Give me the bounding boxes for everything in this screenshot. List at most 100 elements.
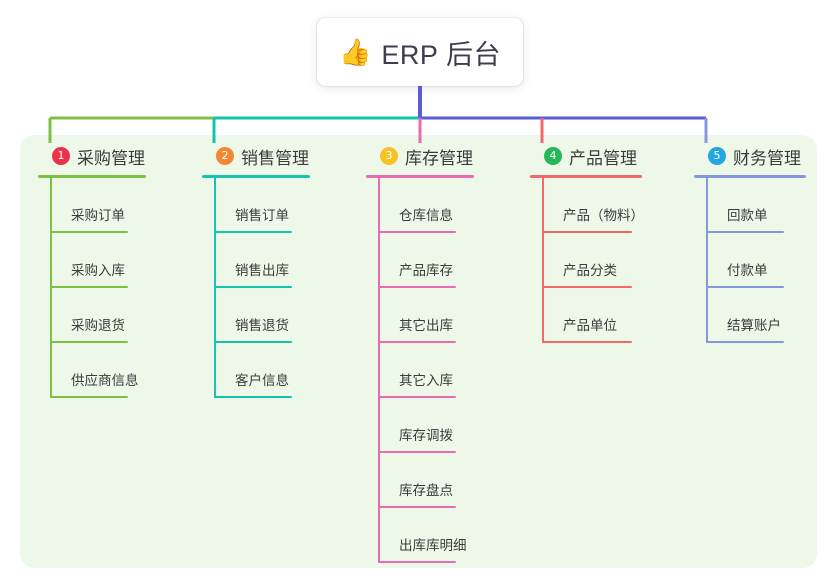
root-node-title: ERP 后台 xyxy=(381,39,501,70)
branch-item-rule xyxy=(50,341,128,343)
branch-item-label: 销售出库 xyxy=(235,263,289,278)
branch-item[interactable]: 销售退货 xyxy=(202,288,310,343)
branch-spine-4 xyxy=(542,178,544,343)
branch-item[interactable]: 库存盘点 xyxy=(366,453,474,508)
branch-item-rule xyxy=(542,286,632,288)
branch-item-label: 销售退货 xyxy=(235,318,289,333)
branch-item[interactable]: 采购入库 xyxy=(38,233,146,288)
branch-badge-icon-1: 1 xyxy=(52,147,70,165)
branch-item-label: 采购退货 xyxy=(71,318,125,333)
branch-title-2: 销售管理 xyxy=(241,148,309,168)
thumbs-up-icon: 👍 xyxy=(339,37,372,67)
branch-item[interactable]: 产品单位 xyxy=(530,288,642,343)
branch-item[interactable]: 产品库存 xyxy=(366,233,474,288)
branch-item[interactable]: 仓库信息 xyxy=(366,178,474,233)
branch-item[interactable]: 产品（物料） xyxy=(530,178,644,233)
branch-item[interactable]: 库存调拨 xyxy=(366,398,474,453)
branch-item-rule xyxy=(378,451,456,453)
branch-title-3: 库存管理 xyxy=(405,148,473,168)
branch-item-list-5: 回款单付款单结算账户 xyxy=(694,178,806,343)
branch-header-rule-2 xyxy=(202,175,310,178)
branch-title-5: 财务管理 xyxy=(733,148,801,168)
branch-item-label: 采购入库 xyxy=(71,263,125,278)
branch-item-rule xyxy=(378,396,456,398)
branch-item[interactable]: 客户信息 xyxy=(202,343,310,398)
branch-item-label: 仓库信息 xyxy=(399,208,453,223)
branch-title-1: 采购管理 xyxy=(77,148,145,168)
branch-item-label: 产品（物料） xyxy=(563,208,644,223)
branch-item-rule xyxy=(50,396,128,398)
branch-item[interactable]: 产品分类 xyxy=(530,233,642,288)
branch-item-rule xyxy=(378,506,456,508)
branch-column-4: 4 产品管理产品（物料） 产品分类产品单位 xyxy=(530,143,644,343)
branch-item-rule xyxy=(378,561,456,563)
branch-item-rule xyxy=(378,286,456,288)
branch-item-label: 库存盘点 xyxy=(399,483,453,498)
root-node-erp-backend[interactable]: 👍 ERP 后台 xyxy=(317,18,523,86)
branch-item-label: 产品库存 xyxy=(399,263,453,278)
branch-item[interactable]: 回款单 xyxy=(694,178,806,233)
branch-title-4: 产品管理 xyxy=(569,148,637,168)
branch-item-list-3: 仓库信息产品库存其它出库其它入库库存调拨库存盘点出库库明细 xyxy=(366,178,474,563)
branch-item[interactable]: 销售订单 xyxy=(202,178,310,233)
branch-item-label: 其它出库 xyxy=(399,318,453,333)
branch-item-label: 回款单 xyxy=(727,208,768,223)
branch-item-label: 结算账户 xyxy=(727,318,781,333)
branch-item-label: 销售订单 xyxy=(235,208,289,223)
branch-header-1[interactable]: 1 采购管理 xyxy=(38,143,146,169)
branch-item[interactable]: 销售出库 xyxy=(202,233,310,288)
branch-item-label: 产品单位 xyxy=(563,318,617,333)
branch-item-rule xyxy=(50,286,128,288)
branch-item-rule xyxy=(378,341,456,343)
branch-item-rule xyxy=(50,231,128,233)
diagram-background-panel xyxy=(20,135,817,568)
branch-item[interactable]: 其它出库 xyxy=(366,288,474,343)
branch-header-5[interactable]: 5 财务管理 xyxy=(694,143,806,169)
branch-header-3[interactable]: 3 库存管理 xyxy=(366,143,474,169)
branch-item-list-2: 销售订单销售出库销售退货客户信息 xyxy=(202,178,310,398)
branch-column-1: 1 采购管理采购订单采购入库采购退货供应商信息 xyxy=(38,143,146,398)
branch-badge-icon-2: 2 xyxy=(216,147,234,165)
branch-item-label: 客户信息 xyxy=(235,373,289,388)
branch-spine-1 xyxy=(50,178,52,398)
branch-item-rule xyxy=(378,231,456,233)
branch-item-label: 出库库明细 xyxy=(399,538,467,553)
branch-item-rule xyxy=(214,231,292,233)
branch-item-label: 其它入库 xyxy=(399,373,453,388)
branch-item[interactable]: 其它入库 xyxy=(366,343,474,398)
branch-item-rule xyxy=(542,341,632,343)
branch-header-rule-1 xyxy=(38,175,146,178)
branch-item[interactable]: 付款单 xyxy=(694,233,806,288)
branch-header-2[interactable]: 2 销售管理 xyxy=(202,143,310,169)
branch-badge-icon-4: 4 xyxy=(544,147,562,165)
branch-item-rule xyxy=(706,231,784,233)
branch-header-4[interactable]: 4 产品管理 xyxy=(530,143,642,169)
branch-column-2: 2 销售管理销售订单销售出库销售退货客户信息 xyxy=(202,143,310,398)
branch-item[interactable]: 采购退货 xyxy=(38,288,146,343)
branch-item-label: 产品分类 xyxy=(563,263,617,278)
branch-badge-icon-3: 3 xyxy=(380,147,398,165)
branch-item-rule xyxy=(214,396,292,398)
branch-item-list-4: 产品（物料） 产品分类产品单位 xyxy=(530,178,644,343)
branch-item-rule xyxy=(706,341,784,343)
branch-header-rule-3 xyxy=(366,175,474,178)
branch-badge-icon-5: 5 xyxy=(708,147,726,165)
branch-item-label: 供应商信息 xyxy=(71,373,139,388)
branch-item[interactable]: 采购订单 xyxy=(38,178,146,233)
branch-item[interactable]: 结算账户 xyxy=(694,288,806,343)
branch-item-rule xyxy=(706,286,784,288)
branch-item-label: 库存调拨 xyxy=(399,428,453,443)
branch-spine-5 xyxy=(706,178,708,343)
branch-item-label: 采购订单 xyxy=(71,208,125,223)
branch-item[interactable]: 供应商信息 xyxy=(38,343,146,398)
branch-column-5: 5 财务管理回款单付款单结算账户 xyxy=(694,143,806,343)
branch-header-rule-5 xyxy=(694,175,806,178)
branch-item-rule xyxy=(542,231,632,233)
branch-item-rule xyxy=(214,286,292,288)
branch-spine-2 xyxy=(214,178,216,398)
branch-item-rule xyxy=(214,341,292,343)
branch-header-rule-4 xyxy=(530,175,642,178)
branch-item-label: 付款单 xyxy=(727,263,768,278)
branch-item[interactable]: 出库库明细 xyxy=(366,508,474,563)
branch-column-3: 3 库存管理仓库信息产品库存其它出库其它入库库存调拨库存盘点出库库明细 xyxy=(366,143,474,563)
